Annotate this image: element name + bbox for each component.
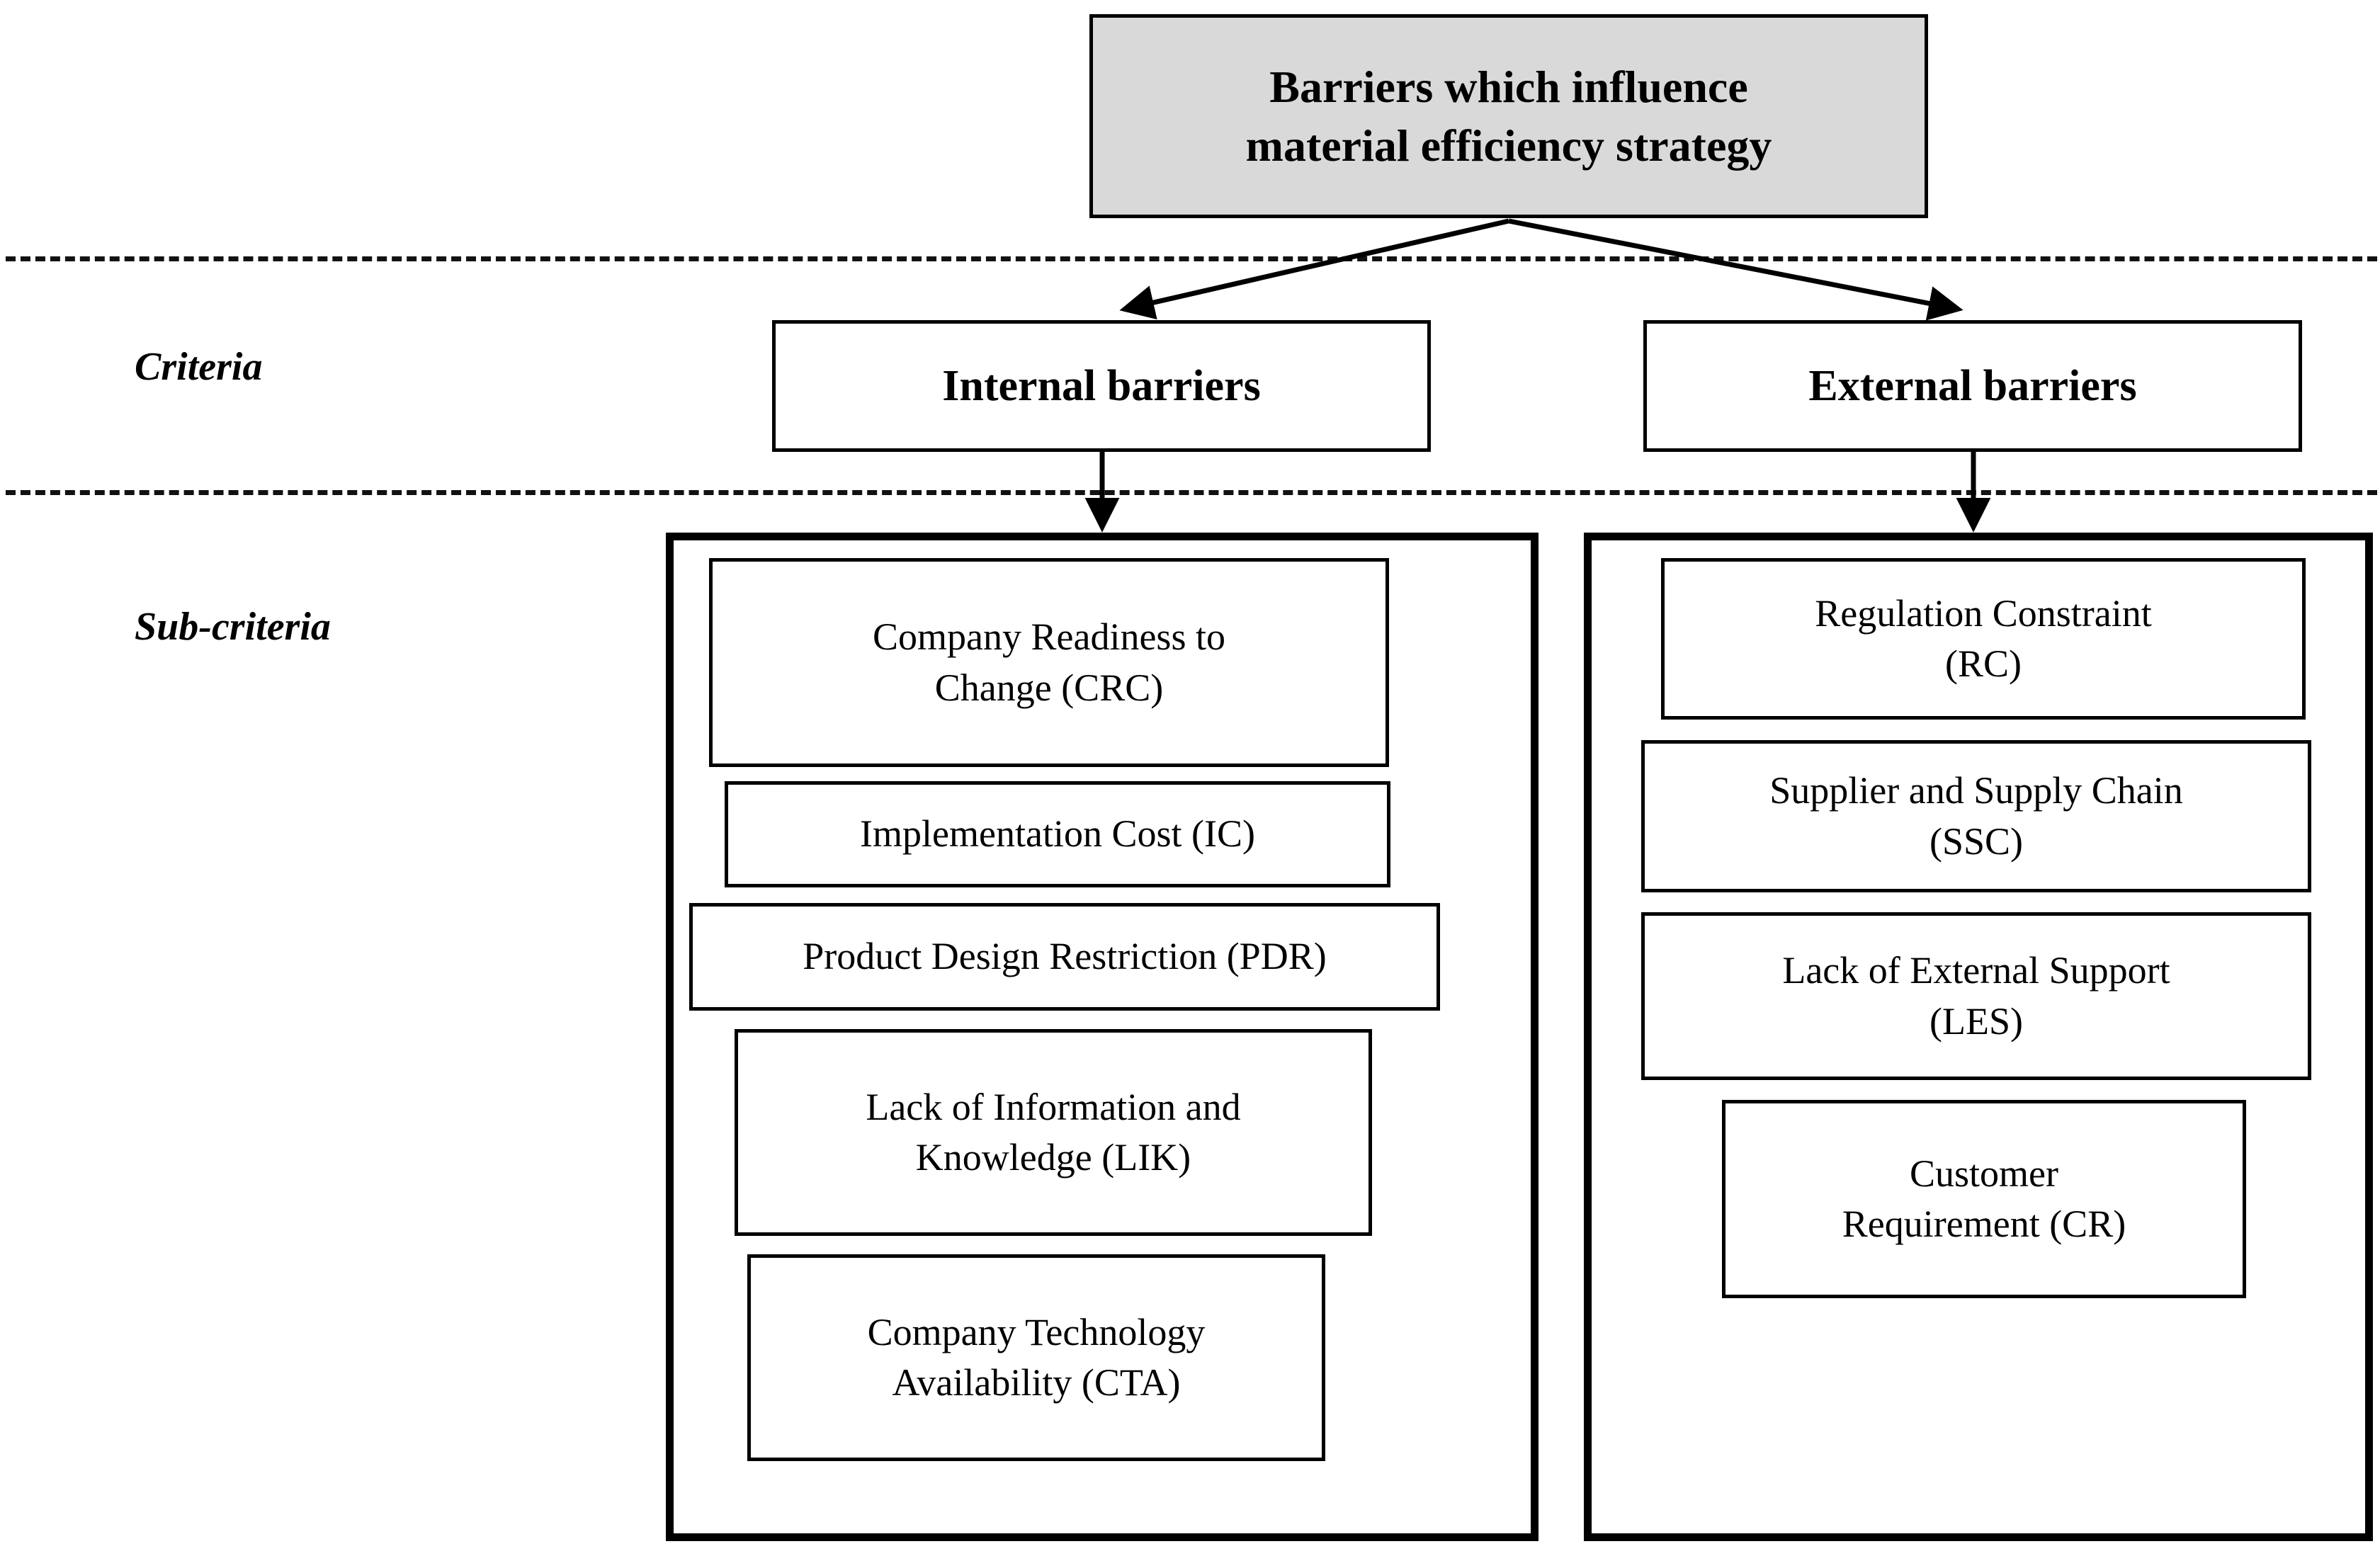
subcriteria-node-ssc[interactable]: Supplier and Supply Chain (SSC) [1641, 740, 2311, 892]
crc-line-2: Change (CRC) [934, 666, 1164, 709]
connector-goal-to-external [1508, 218, 1964, 321]
rc-line-2: (RC) [1944, 642, 2022, 685]
criteria-node-internal-barriers[interactable]: Internal barriers [772, 320, 1431, 452]
goal-node[interactable]: Barriers which influence material effici… [1089, 14, 1928, 218]
subcriteria-node-cta[interactable]: Company Technology Availability (CTA) [747, 1254, 1325, 1461]
lik-line-2: Knowledge (LIK) [915, 1136, 1191, 1179]
subcriteria-group-external: Regulation Constraint (RC) Supplier and … [1584, 533, 2373, 1541]
subcriteria-node-lik[interactable]: Lack of Information and Knowledge (LIK) [735, 1029, 1372, 1236]
goal-node-label: Barriers which influence material effici… [1239, 57, 1779, 175]
criteria-external-label: External barriers [1808, 361, 2137, 410]
rc-line-1: Regulation Constraint [1815, 591, 2152, 635]
cr-line-1: Customer [1909, 1152, 2058, 1195]
subcriteria-ic-label: Implementation Cost (IC) [860, 812, 1255, 856]
ssc-line-1: Supplier and Supply Chain [1769, 769, 2183, 812]
subcriteria-ssc-label: Supplier and Supply Chain (SSC) [1760, 766, 2192, 867]
dashed-separator-goal-criteria [6, 256, 2377, 261]
row-label-sub-criteria: Sub-criteria [135, 605, 331, 649]
subcriteria-node-rc[interactable]: Regulation Constraint (RC) [1661, 558, 2306, 720]
cta-line-1: Company Technology [867, 1310, 1206, 1353]
subcriteria-node-cr[interactable]: Customer Requirement (CR) [1722, 1100, 2246, 1298]
subcriteria-group-internal: Company Readiness to Change (CRC) Implem… [666, 533, 1538, 1541]
criteria-node-external-barriers[interactable]: External barriers [1643, 320, 2302, 452]
criteria-internal-label: Internal barriers [942, 361, 1261, 410]
subcriteria-rc-label: Regulation Constraint (RC) [1805, 589, 2161, 690]
cr-line-2: Requirement (CR) [1842, 1203, 2126, 1245]
subcriteria-cta-label: Company Technology Availability (CTA) [858, 1307, 1216, 1409]
cta-line-2: Availability (CTA) [892, 1361, 1181, 1404]
subcriteria-node-les[interactable]: Lack of External Support (LES) [1641, 912, 2311, 1080]
subcriteria-node-ic[interactable]: Implementation Cost (IC) [725, 781, 1390, 887]
row-label-criteria: Criteria [135, 345, 263, 389]
goal-line-2: material efficiency strategy [1245, 120, 1772, 171]
subcriteria-cr-label: Customer Requirement (CR) [1832, 1149, 2136, 1250]
lik-line-1: Lack of Information and [866, 1085, 1241, 1128]
crc-line-1: Company Readiness to [873, 615, 1225, 659]
dashed-separator-criteria-subcriteria [6, 490, 2377, 495]
subcriteria-crc-label: Company Readiness to Change (CRC) [863, 612, 1235, 713]
ssc-line-2: (SSC) [1929, 819, 2024, 863]
subcriteria-node-pdr[interactable]: Product Design Restriction (PDR) [689, 903, 1440, 1011]
subcriteria-les-label: Lack of External Support (LES) [1772, 945, 2180, 1047]
subcriteria-node-crc[interactable]: Company Readiness to Change (CRC) [709, 558, 1389, 767]
les-line-1: Lack of External Support [1782, 949, 2170, 992]
les-line-2: (LES) [1930, 999, 2023, 1043]
goal-line-1: Barriers which influence [1269, 61, 1748, 112]
connector-goal-to-internal [1119, 218, 1509, 320]
subcriteria-pdr-label: Product Design Restriction (PDR) [803, 935, 1327, 978]
subcriteria-lik-label: Lack of Information and Knowledge (LIK) [856, 1082, 1250, 1183]
